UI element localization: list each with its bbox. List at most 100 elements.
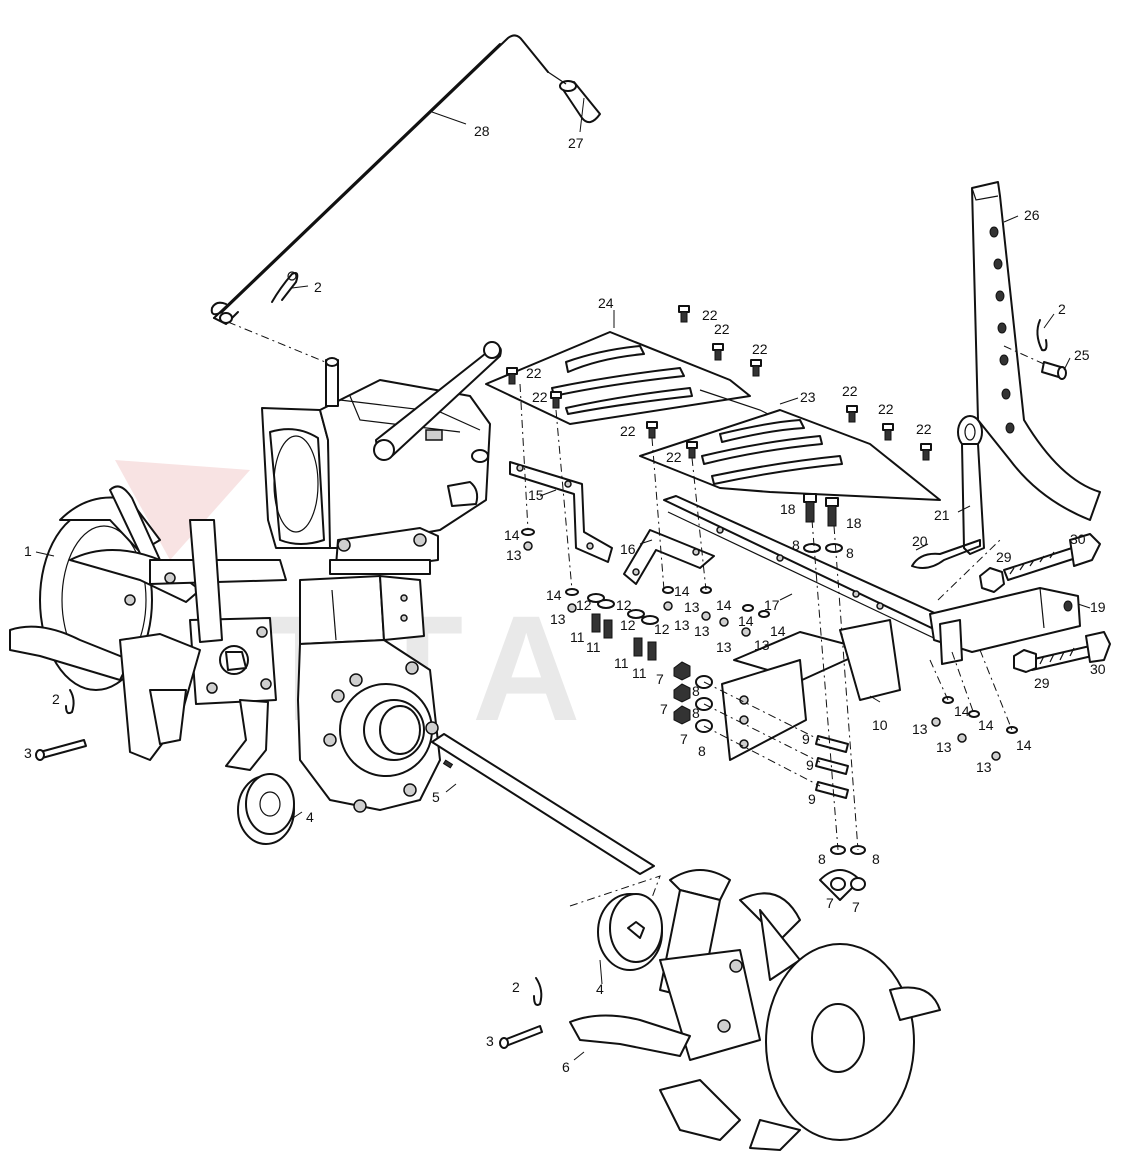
- part-2-clip-tongue: [1036, 319, 1048, 352]
- callout: 2: [512, 979, 520, 995]
- part-10-mount-bracket: [721, 619, 901, 761]
- callout: 26: [1024, 207, 1040, 223]
- callout: 28: [474, 123, 490, 139]
- callout: 2: [1058, 301, 1066, 317]
- callout: 27: [568, 135, 584, 151]
- callout-labels: 28 27 2 26 2 25 24 22 22 22 22 22 22 22 …: [24, 123, 1106, 1075]
- callout: 13: [754, 637, 770, 653]
- callout: 29: [1034, 675, 1050, 691]
- part-28-handle-rod: [210, 34, 549, 325]
- callout: 1: [24, 543, 32, 559]
- part-22-bolts: [506, 305, 932, 461]
- callout: 22: [916, 421, 932, 437]
- part-8-washers-upper: [803, 543, 843, 553]
- callout: 24: [598, 295, 614, 311]
- callout: 8: [846, 545, 854, 561]
- callout: 14: [674, 583, 690, 599]
- callout: 29: [996, 549, 1012, 565]
- callout: 14: [546, 587, 562, 603]
- leader-lines: [35, 97, 1091, 1061]
- callout: 11: [614, 655, 629, 671]
- callout: 22: [842, 383, 858, 399]
- callout: 22: [752, 341, 768, 357]
- callout: 18: [846, 515, 862, 531]
- callout: 11: [570, 629, 585, 645]
- callout: 22: [878, 401, 894, 417]
- part-23-right-shield: [639, 409, 941, 501]
- callout: 4: [596, 981, 604, 997]
- callout: 3: [486, 1033, 494, 1049]
- part-16-bracket: [623, 529, 715, 585]
- callout: 8: [698, 743, 706, 759]
- part-11-12-13-14-hardware: [521, 528, 1018, 761]
- callout: 7: [656, 671, 664, 687]
- part-7-8-9-hardware: [673, 661, 866, 891]
- callout: 25: [1074, 347, 1090, 363]
- callout: 22: [666, 449, 682, 465]
- callout: 14: [770, 623, 786, 639]
- callout: 14: [954, 703, 970, 719]
- callout: 11: [586, 639, 601, 655]
- assembly-lines: [519, 383, 1013, 851]
- callout: 13: [684, 599, 700, 615]
- part-2-r-pin-handle: [271, 271, 299, 303]
- callout: 7: [660, 701, 668, 717]
- callout: 8: [692, 683, 700, 699]
- callout: 22: [620, 423, 636, 439]
- callout: 30: [1070, 531, 1086, 547]
- part-26-hitch-tongue: [971, 181, 1101, 521]
- callout: 13: [976, 759, 992, 775]
- callout: 14: [978, 717, 994, 733]
- part-19-hitch-plate: [929, 587, 1081, 665]
- callout: 7: [826, 895, 834, 911]
- callout: 19: [1090, 599, 1106, 615]
- callout: 8: [872, 851, 880, 867]
- part-29-nut-upper: [979, 567, 1005, 593]
- part-3-pin-right: [499, 1025, 543, 1049]
- callout: 12: [654, 621, 670, 637]
- callout: 8: [792, 537, 800, 553]
- callout: 22: [702, 307, 718, 323]
- callout: 9: [806, 757, 814, 773]
- callout: 4: [306, 809, 314, 825]
- callout: 13: [674, 617, 690, 633]
- callout: 13: [550, 611, 566, 627]
- chain-case: [297, 575, 441, 813]
- callout: 21: [934, 507, 950, 523]
- part-21-hitch-pin: [957, 415, 985, 555]
- part-5-hex-shaft: [431, 733, 655, 875]
- right-tine-assembly: [569, 869, 941, 1151]
- assembly-line: [1003, 345, 1045, 365]
- callout: 13: [912, 721, 928, 737]
- callout: 14: [738, 613, 754, 629]
- part-25-pin: [1041, 361, 1067, 380]
- callout: 7: [680, 731, 688, 747]
- callout: 22: [532, 389, 548, 405]
- callout: 8: [692, 705, 700, 721]
- callout: 18: [780, 501, 796, 517]
- callout: 9: [802, 731, 810, 747]
- part-4-hub-left: [237, 773, 295, 845]
- callout: 7: [852, 899, 860, 915]
- part-2-clip-right: [533, 977, 543, 1006]
- callout: 14: [1016, 737, 1032, 753]
- callout: 12: [576, 597, 592, 613]
- part-29-nut-lower: [1013, 649, 1037, 673]
- callout: 17: [764, 597, 780, 613]
- part-30-bolt-lower: [1029, 631, 1111, 671]
- left-tine-assembly: [9, 485, 287, 771]
- part-2-clip-left: [65, 689, 75, 715]
- callout: 22: [714, 321, 730, 337]
- part-24-left-shield: [485, 331, 781, 425]
- callout: 3: [24, 745, 32, 761]
- callout: 12: [620, 617, 636, 633]
- callout: 6: [562, 1059, 570, 1075]
- callout: 10: [872, 717, 888, 733]
- callout: 12: [616, 597, 632, 613]
- callout: 2: [314, 279, 322, 295]
- callout: 9: [808, 791, 816, 807]
- assembly-line: [227, 321, 331, 365]
- callout: 14: [716, 597, 732, 613]
- callout: 8: [818, 851, 826, 867]
